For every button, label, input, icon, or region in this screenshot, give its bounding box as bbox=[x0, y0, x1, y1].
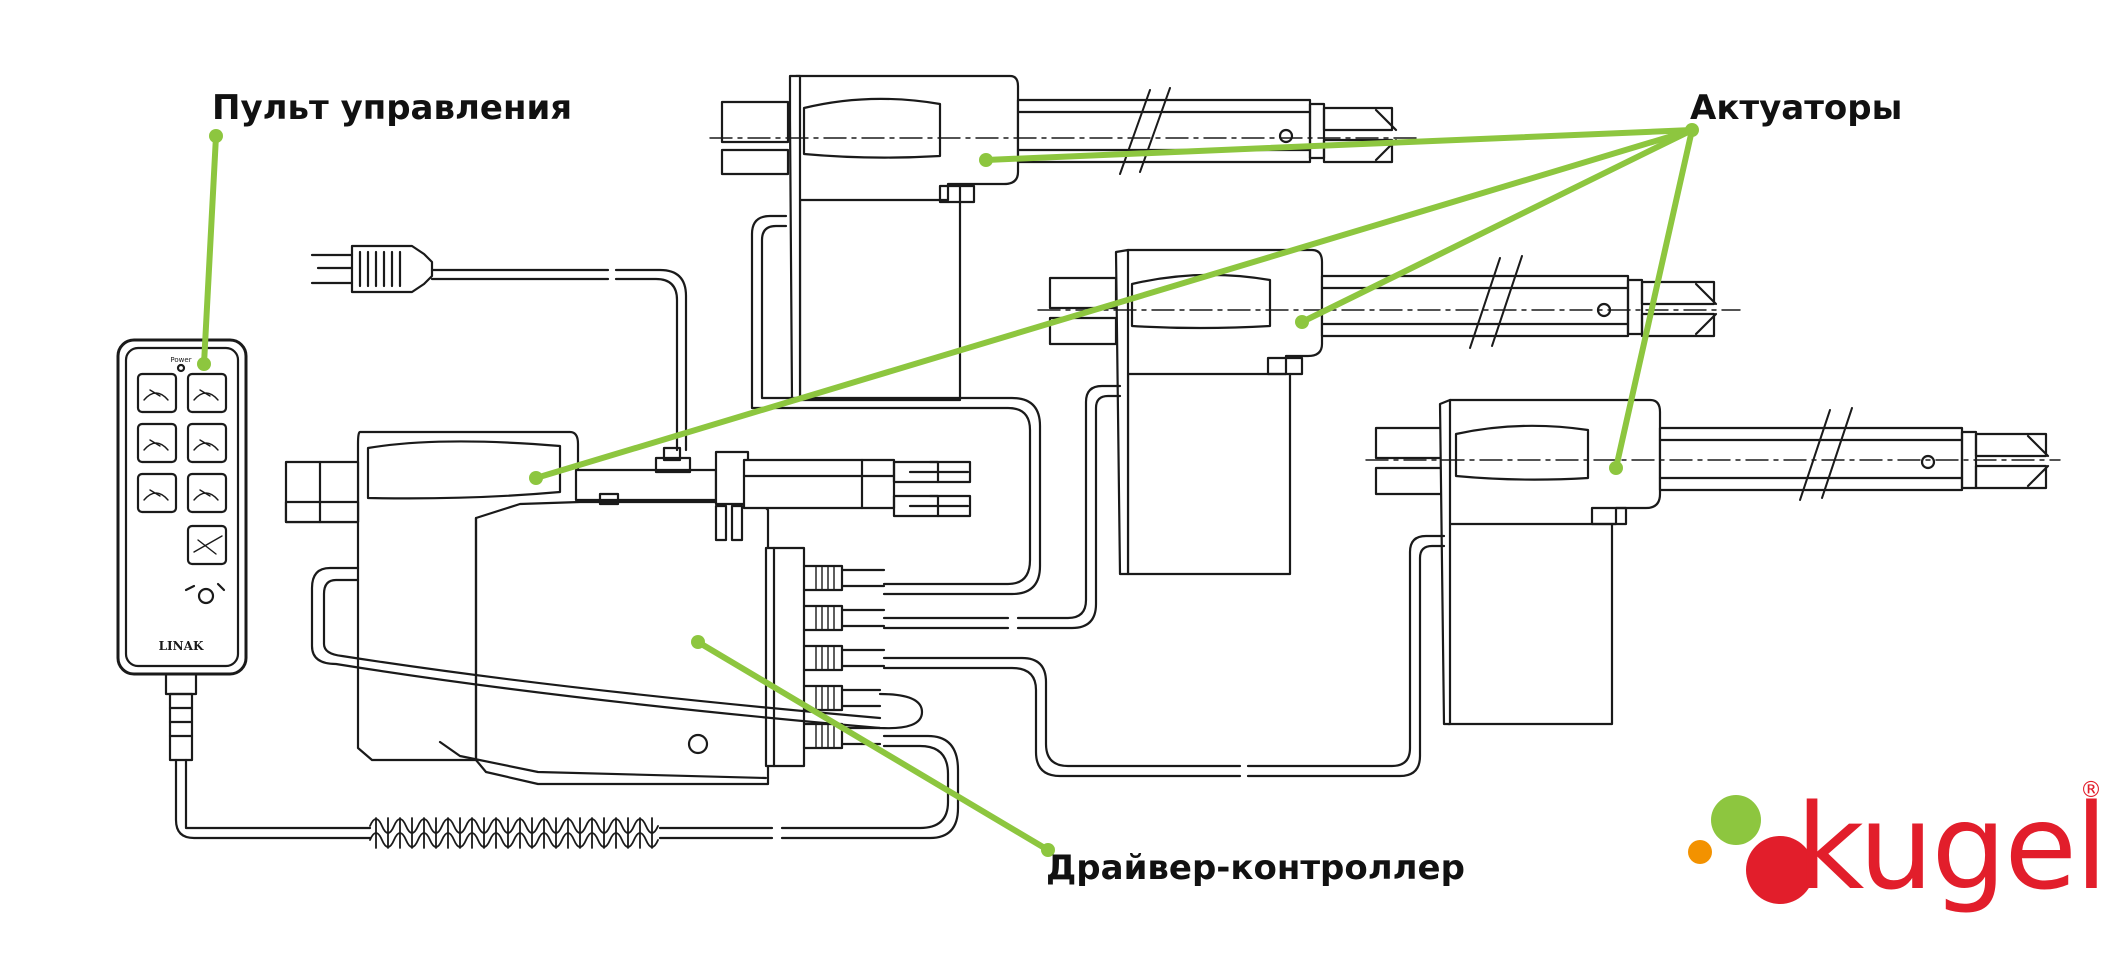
actuator-3 bbox=[1374, 398, 2050, 726]
kugel-logo-registered: ® bbox=[2080, 778, 2102, 803]
callout-lines bbox=[201, 127, 1695, 853]
actuator-cables bbox=[174, 214, 1446, 840]
power-cable bbox=[430, 268, 688, 452]
power-plug-icon bbox=[310, 244, 434, 294]
connector-plugs bbox=[802, 564, 886, 750]
callout-dots bbox=[197, 123, 1699, 857]
actuator-2 bbox=[1048, 248, 1718, 576]
coiled-cord bbox=[369, 817, 659, 849]
actuator-1 bbox=[720, 74, 1398, 402]
remote-power-label: Power bbox=[170, 356, 191, 364]
label-remote: Пульт управления bbox=[212, 88, 573, 128]
kugel-logo-mark bbox=[1688, 795, 1814, 904]
remote-buttons bbox=[136, 372, 228, 566]
remote-brand-label: LINAK bbox=[159, 639, 204, 653]
hand-remote bbox=[116, 338, 248, 762]
kugel-logo-text: kugel bbox=[1796, 778, 2108, 916]
label-controller: Драйвер-контроллер bbox=[1046, 848, 1465, 888]
driver-controller bbox=[284, 430, 972, 786]
label-actuators: Актуаторы bbox=[1690, 88, 1903, 128]
